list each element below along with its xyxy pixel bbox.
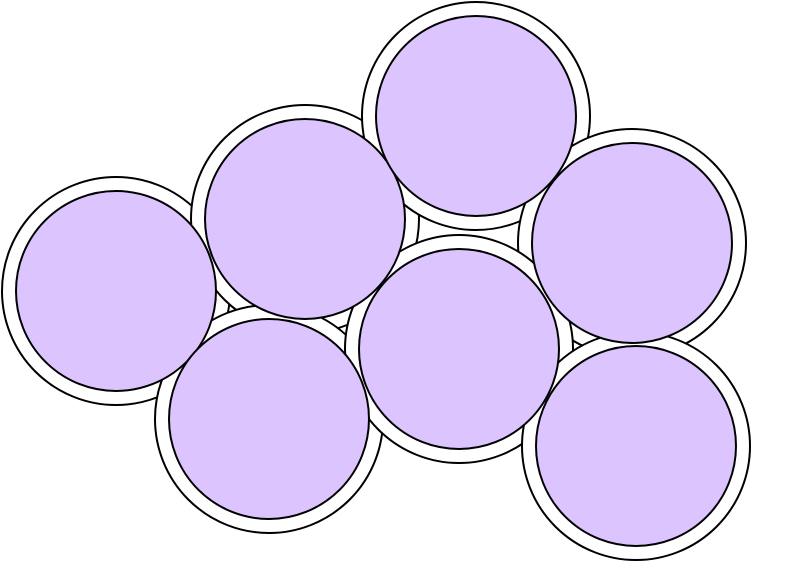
disk-lower-right [535,345,737,547]
disk-upper-middle [204,118,406,320]
disk-upper-right [531,142,733,344]
disk-center [358,248,560,450]
disk-top [375,15,577,217]
inner-disks [15,15,737,547]
disk-left [15,190,217,392]
disk-lower-left [168,318,370,520]
